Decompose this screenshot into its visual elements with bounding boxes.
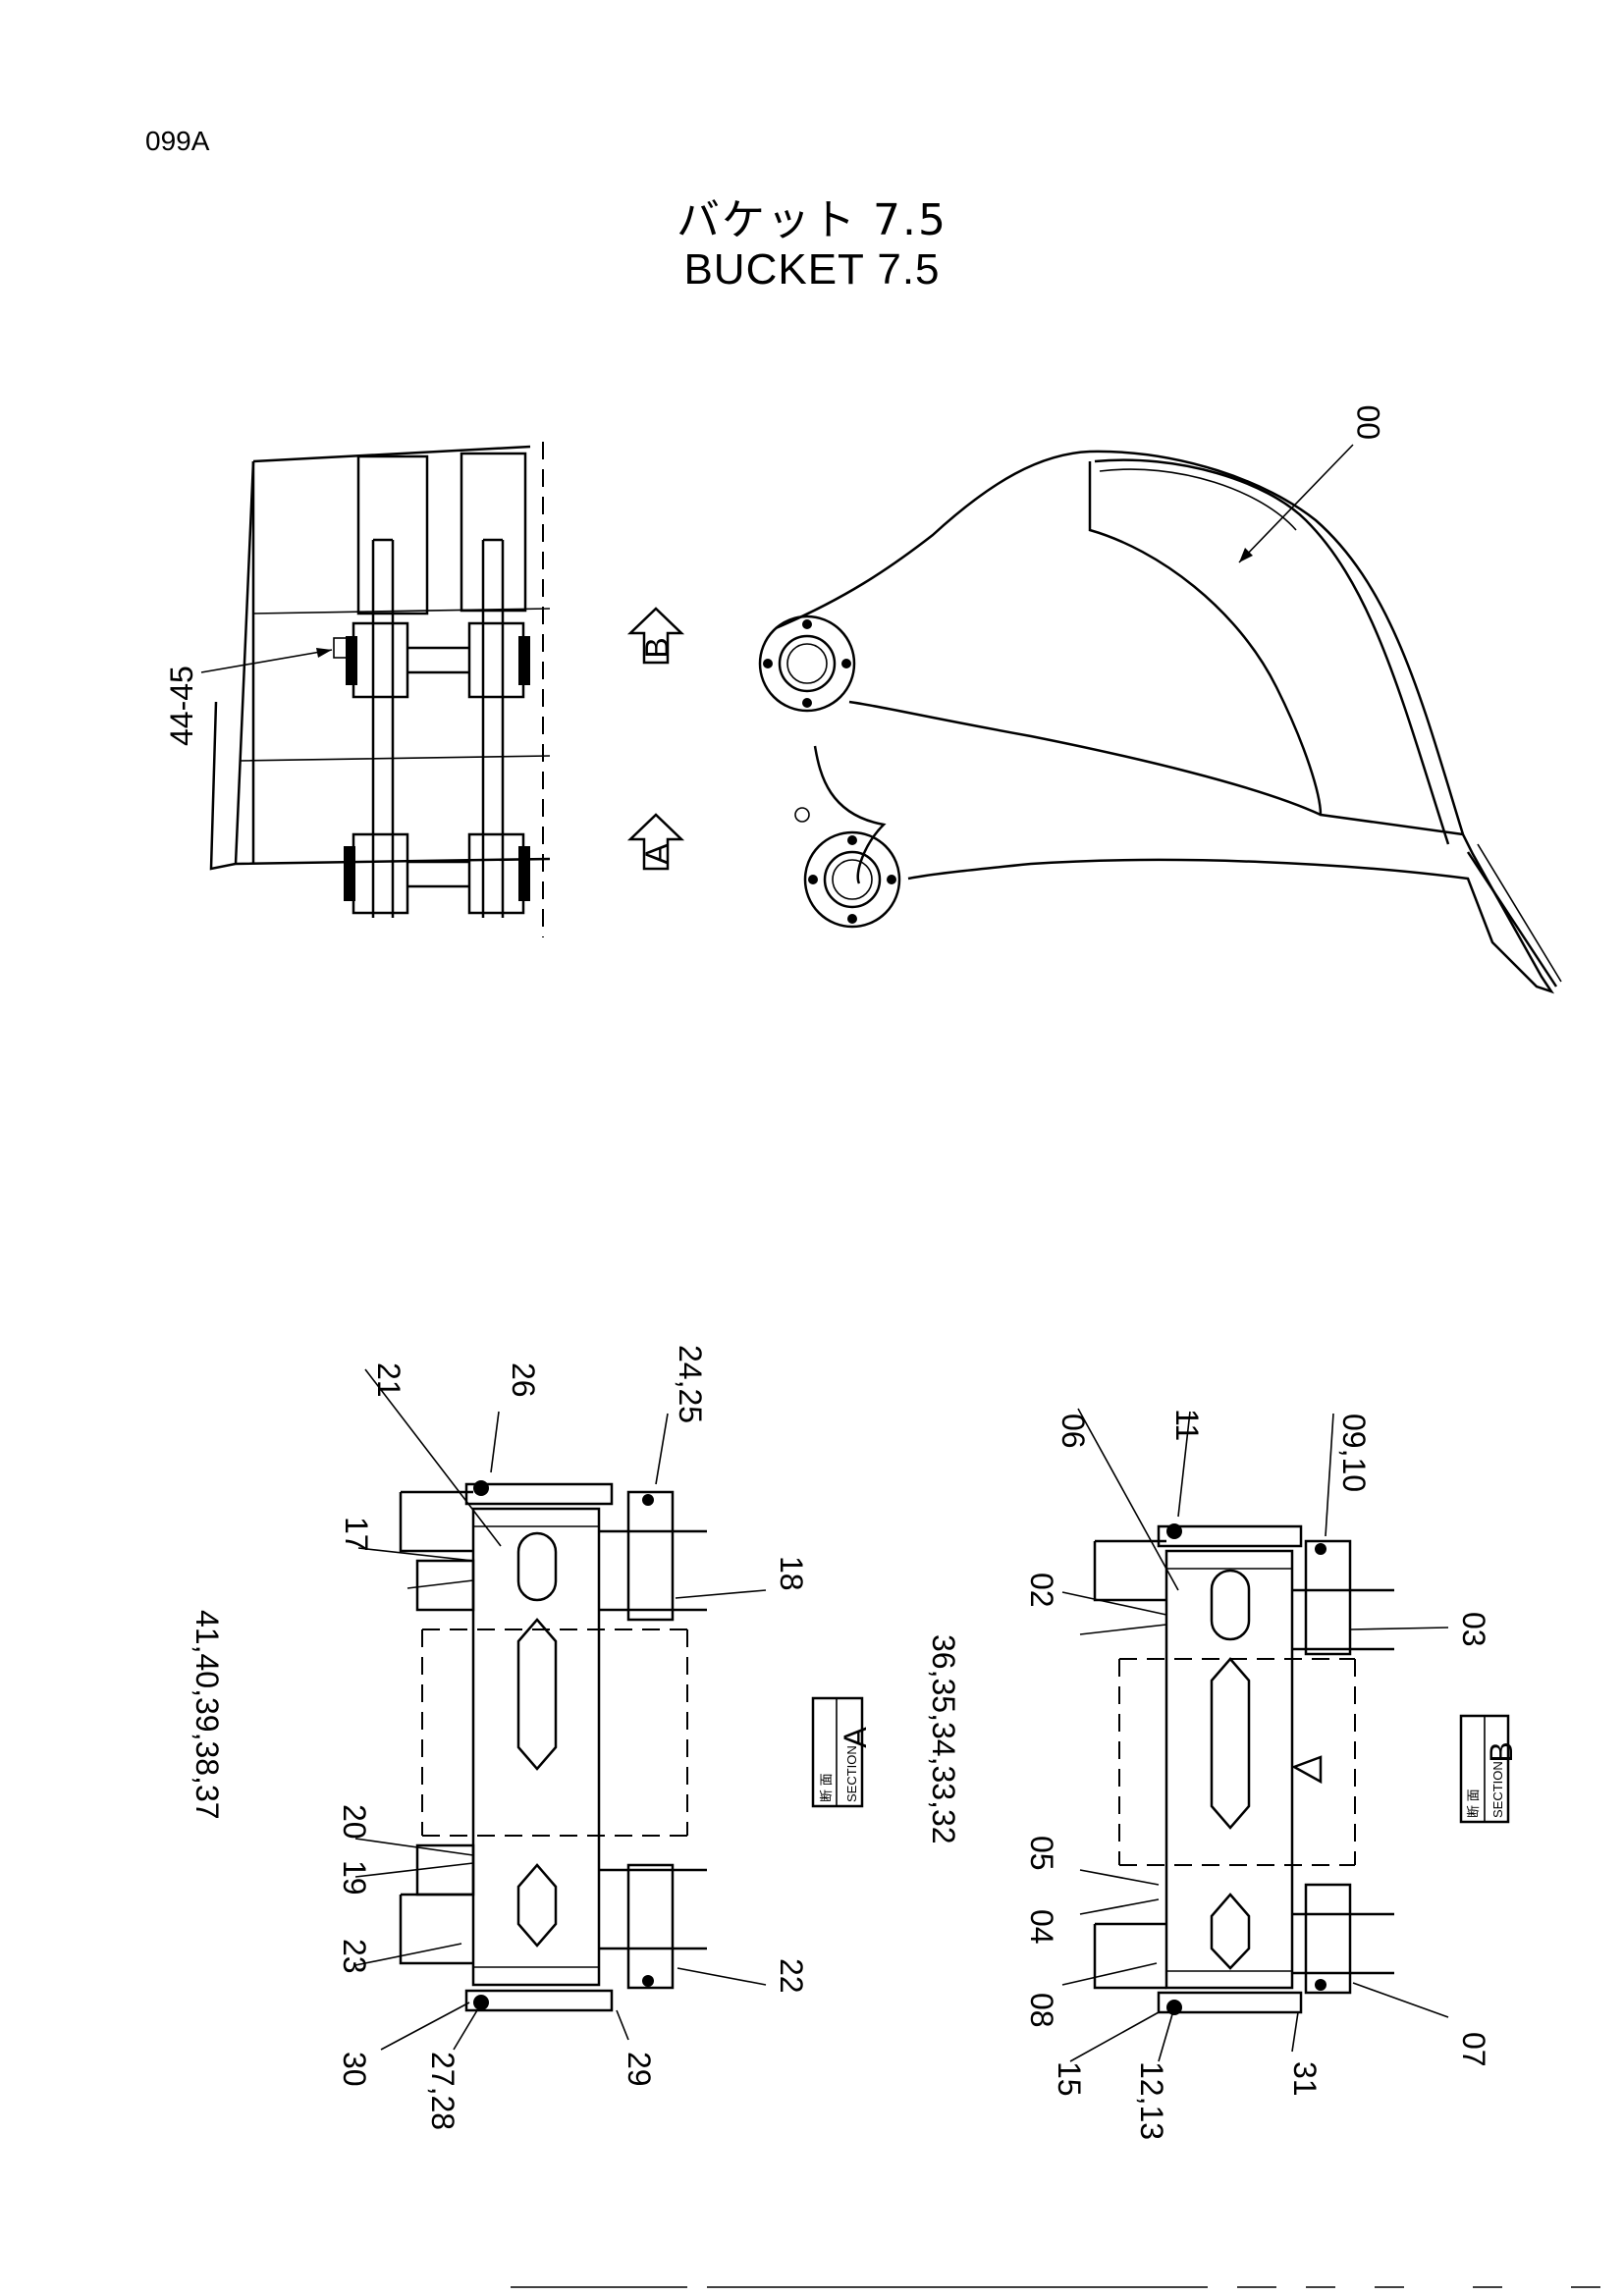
title-english: BUCKET 7.5	[683, 245, 941, 294]
label-03: 03	[1456, 1612, 1491, 1647]
label-18: 18	[774, 1556, 809, 1591]
bucket-top-view: 44-45	[164, 442, 551, 937]
svg-text:A: A	[639, 843, 675, 865]
label-19: 19	[337, 1860, 372, 1896]
view-arrow-b: B	[626, 607, 685, 665]
title-japanese: バケット 7.5	[677, 195, 947, 245]
label-36-32: 36,35,34,33,32	[926, 1634, 961, 1844]
section-b-word-en: SECTION	[1490, 1761, 1505, 1818]
label-06: 06	[1056, 1414, 1091, 1449]
label-24-25: 24,25	[673, 1345, 708, 1423]
label-30: 30	[337, 2052, 372, 2087]
label-05: 05	[1024, 1836, 1059, 1871]
bucket-side-view: 00	[758, 404, 1562, 994]
label-44-45: 44-45	[164, 666, 199, 746]
section-a-word-en: SECTION	[844, 1745, 859, 1802]
section-b-tag: B 断 面 SECTION	[1459, 1714, 1519, 1824]
label-29: 29	[622, 2052, 657, 2087]
label-27-28: 27,28	[425, 2052, 460, 2130]
section-a-tag: A 断 面 SECTION	[811, 1696, 873, 1808]
label-07: 07	[1456, 2032, 1491, 2067]
label-17: 17	[339, 1517, 374, 1552]
section-a-letter: A	[838, 1727, 873, 1748]
page-code: 099A	[145, 126, 210, 156]
label-08: 08	[1024, 1993, 1059, 2028]
section-b-word-jp: 断 面	[1466, 1789, 1481, 1818]
section-b-drawing: 06 11 09,10 02 03 36,35,34,33,32 05 04 0…	[926, 1408, 1491, 2140]
section-a-word-jp: 断 面	[819, 1773, 834, 1802]
label-00: 00	[1351, 404, 1386, 440]
label-23: 23	[337, 1939, 372, 1974]
label-31: 31	[1287, 2061, 1323, 2097]
label-09-10: 09,10	[1336, 1414, 1372, 1492]
label-11: 11	[1169, 1409, 1205, 1441]
label-20: 20	[337, 1804, 372, 1840]
label-15: 15	[1052, 2061, 1087, 2097]
label-21: 21	[371, 1362, 406, 1398]
label-04: 04	[1024, 1909, 1059, 1945]
section-b-letter: B	[1484, 1741, 1519, 1762]
label-26: 26	[506, 1362, 541, 1398]
label-12-13: 12,13	[1134, 2061, 1169, 2140]
label-02: 02	[1024, 1573, 1059, 1608]
view-arrow-a: A	[626, 813, 685, 871]
svg-text:B: B	[639, 637, 675, 658]
section-a-drawing: 21 26 24,25 17 18 41,40,39,38,37 20 19 2…	[189, 1345, 809, 2130]
label-41-37: 41,40,39,38,37	[189, 1610, 225, 1820]
label-22: 22	[774, 1958, 809, 1994]
